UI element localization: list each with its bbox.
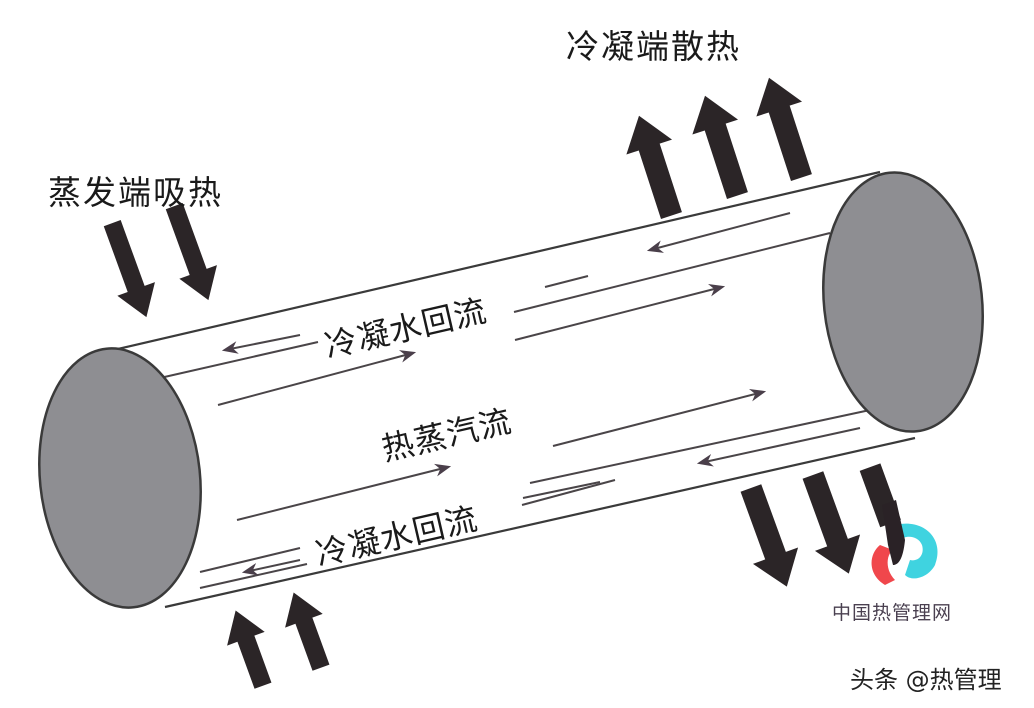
down-arrow-icon: [802, 471, 861, 574]
condensate-wall-lines-top: [159, 212, 831, 379]
down-arrow-icon: [740, 484, 799, 587]
down-arrow-icon: [165, 203, 217, 301]
heat-out-arrows-top: [626, 77, 812, 219]
heat-in-arrows-top: [103, 203, 217, 318]
up-arrow-icon: [227, 610, 272, 689]
condenser-end-label: 冷凝端散热: [566, 27, 741, 66]
condenser-end-cap: [822, 171, 984, 433]
up-arrow-icon: [756, 77, 812, 181]
up-arrow-icon: [692, 95, 748, 199]
logo-text: 中国热管理网: [832, 602, 953, 624]
evaporator-end-label: 蒸发端吸热: [48, 173, 223, 212]
tube-outline: [104, 170, 916, 609]
heat-in-arrows-bottom: [227, 592, 330, 689]
evaporator-end-cap: [38, 347, 202, 609]
up-arrow-icon: [285, 592, 330, 671]
watermark: 头条 @热管理: [850, 666, 1002, 694]
condensate-wall-lines-bottom: [199, 409, 871, 589]
logo-icon: [871, 500, 938, 585]
down-arrow-icon: [103, 220, 155, 318]
up-arrow-icon: [626, 115, 682, 219]
vapor-flow-arrows: [217, 283, 767, 521]
